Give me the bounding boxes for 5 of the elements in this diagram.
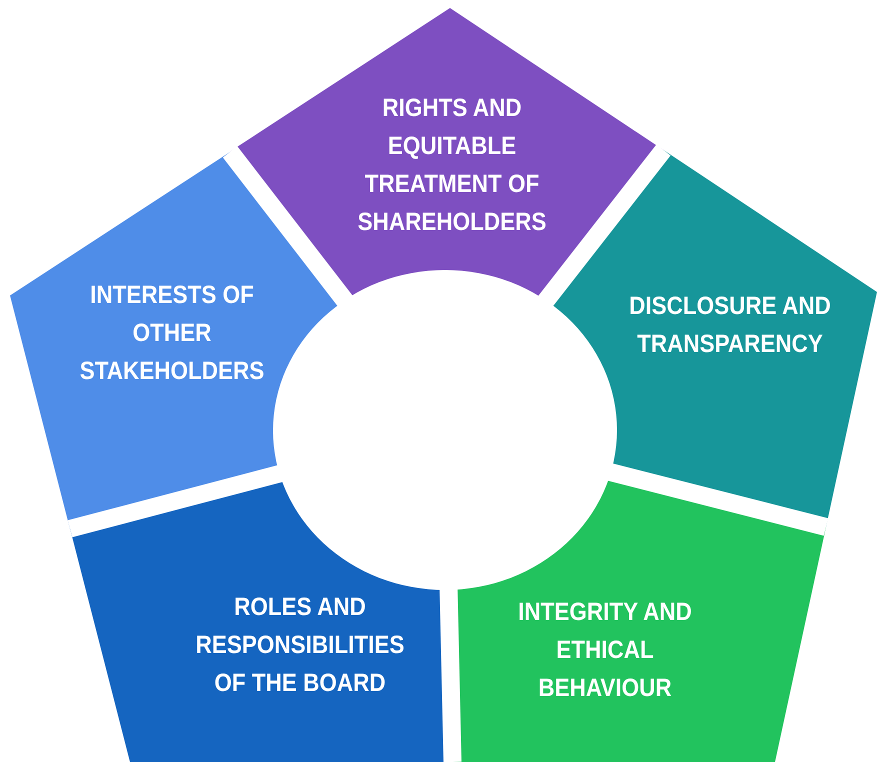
segment-label: RIGHTS AND EQUITABLE TREATMENT OF SHAREHOLDERS (356, 93, 548, 238)
segment-label: ROLES AND RESPONSIBILITIES OF THE BOARD (194, 592, 406, 699)
segment-label: DISCLOSURE AND TRANSPARENCY (628, 291, 832, 360)
segment-label: INTEGRITY AND ETHICAL BEHAVIOUR (517, 597, 693, 704)
segment-label: INTERESTS OF OTHER STAKEHOLDERS (78, 280, 266, 387)
